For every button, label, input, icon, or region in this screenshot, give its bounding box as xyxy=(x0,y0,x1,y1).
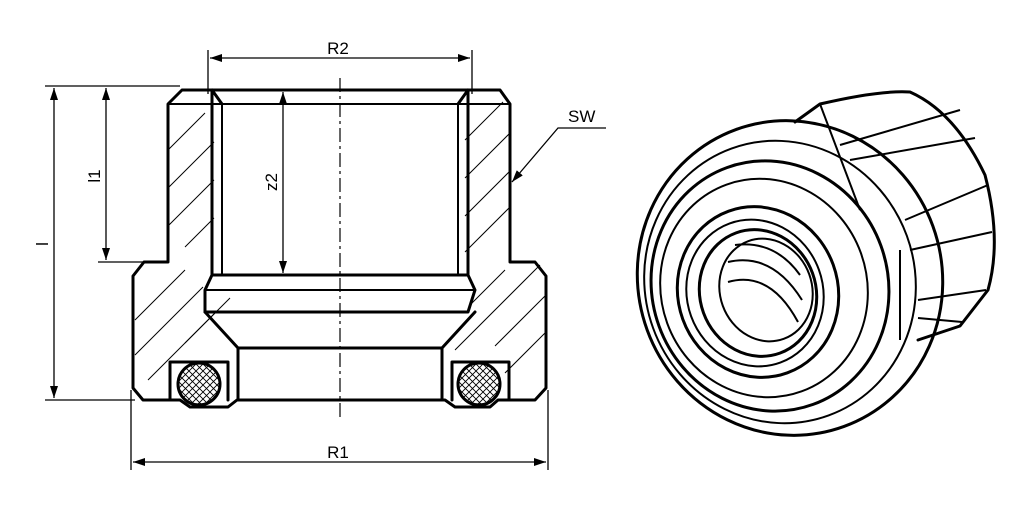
dimensions: R2 R1 l l1 z2 SW xyxy=(33,39,606,470)
o-ring-right xyxy=(456,361,502,407)
dim-r1-label: R1 xyxy=(327,443,349,462)
dim-l1-label: l1 xyxy=(85,169,104,182)
body-outline xyxy=(131,88,548,409)
isometric-view xyxy=(635,90,996,437)
flange-outer xyxy=(635,119,945,437)
dim-r2-label: R2 xyxy=(327,39,349,58)
dim-l-label: l xyxy=(33,242,52,246)
section-view xyxy=(131,78,548,418)
section-hatching xyxy=(134,101,546,381)
dim-z2-label: z2 xyxy=(262,173,281,191)
o-ring-left xyxy=(176,361,222,407)
dim-sw-label: SW xyxy=(568,107,595,126)
